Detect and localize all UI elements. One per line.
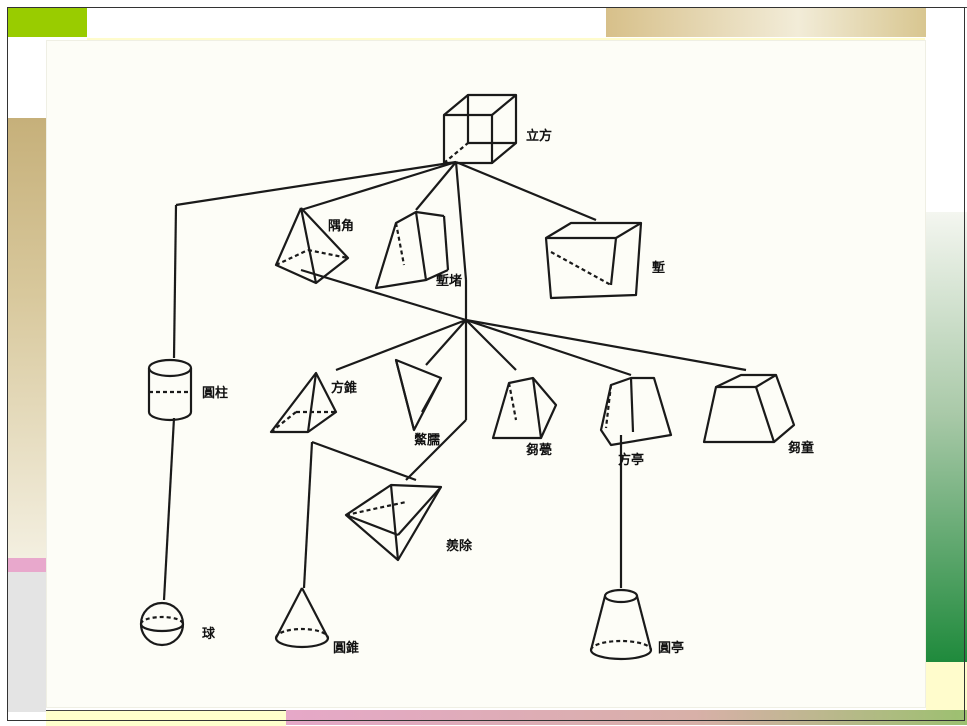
left-tan-gradient (7, 118, 46, 558)
diagram-image: 立方 隅角 塹 塹堵 圓柱 方錐 鱉臑 芻甍 方亭 芻童 羨除 球 圓錐 圓亭 (46, 40, 926, 708)
label-sphere: 球 (202, 626, 216, 642)
label-square-frustum: 方亭 (618, 452, 644, 468)
connector-lines (162, 160, 747, 601)
sphere-shape (139, 601, 185, 647)
label-corner-pyramid: 隅角 (328, 218, 354, 234)
chutong-shape (702, 373, 796, 444)
round-frustum-shape (589, 588, 653, 661)
cone-shape (274, 587, 330, 649)
label-center: 塹堵 (436, 273, 462, 289)
label-cylinder: 圓柱 (202, 385, 228, 401)
bottom-pink-gradient (286, 710, 967, 725)
top-green-tab (7, 7, 87, 37)
label-wedge: 羨除 (446, 538, 473, 554)
right-yellow-block (926, 662, 967, 710)
quwang-shape (491, 376, 558, 440)
cube-shape (442, 93, 518, 165)
top-tan-gradient (606, 7, 926, 37)
top-white-band (87, 7, 605, 39)
right-green-gradient (926, 212, 967, 662)
cylinder-shape (147, 358, 193, 422)
corner-pyramid-shape (274, 207, 350, 285)
triangular-prism-shape (374, 210, 450, 290)
slab-shape (544, 221, 643, 300)
bienao-shape (394, 358, 443, 432)
wedge-shape (344, 483, 443, 562)
square-frustum-shape (599, 376, 673, 447)
left-pink-strip (7, 558, 46, 572)
label-slab: 塹 (652, 260, 665, 276)
bottom-white (46, 710, 286, 726)
node-labels: 立方 隅角 塹 塹堵 圓柱 方錐 鱉臑 芻甍 方亭 芻童 羨除 球 圓錐 圓亭 (202, 128, 814, 656)
label-cone: 圓錐 (333, 640, 359, 656)
label-round-frustum: 圓亭 (658, 640, 684, 656)
top-right-white (926, 7, 967, 38)
square-pyramid-shape (269, 371, 338, 434)
label-square-pyramid: 方錐 (331, 380, 357, 396)
label-chutong: 芻童 (787, 440, 814, 456)
solid-geometry-diagram: 立方 隅角 塹 塹堵 圓柱 方錐 鱉臑 芻甍 方亭 芻童 羨除 球 圓錐 圓亭 (139, 93, 814, 661)
label-cube: 立方 (526, 128, 552, 144)
label-bienao: 鱉臑 (414, 432, 440, 448)
label-quwang: 芻甍 (525, 442, 552, 458)
left-grey-block (7, 572, 46, 712)
